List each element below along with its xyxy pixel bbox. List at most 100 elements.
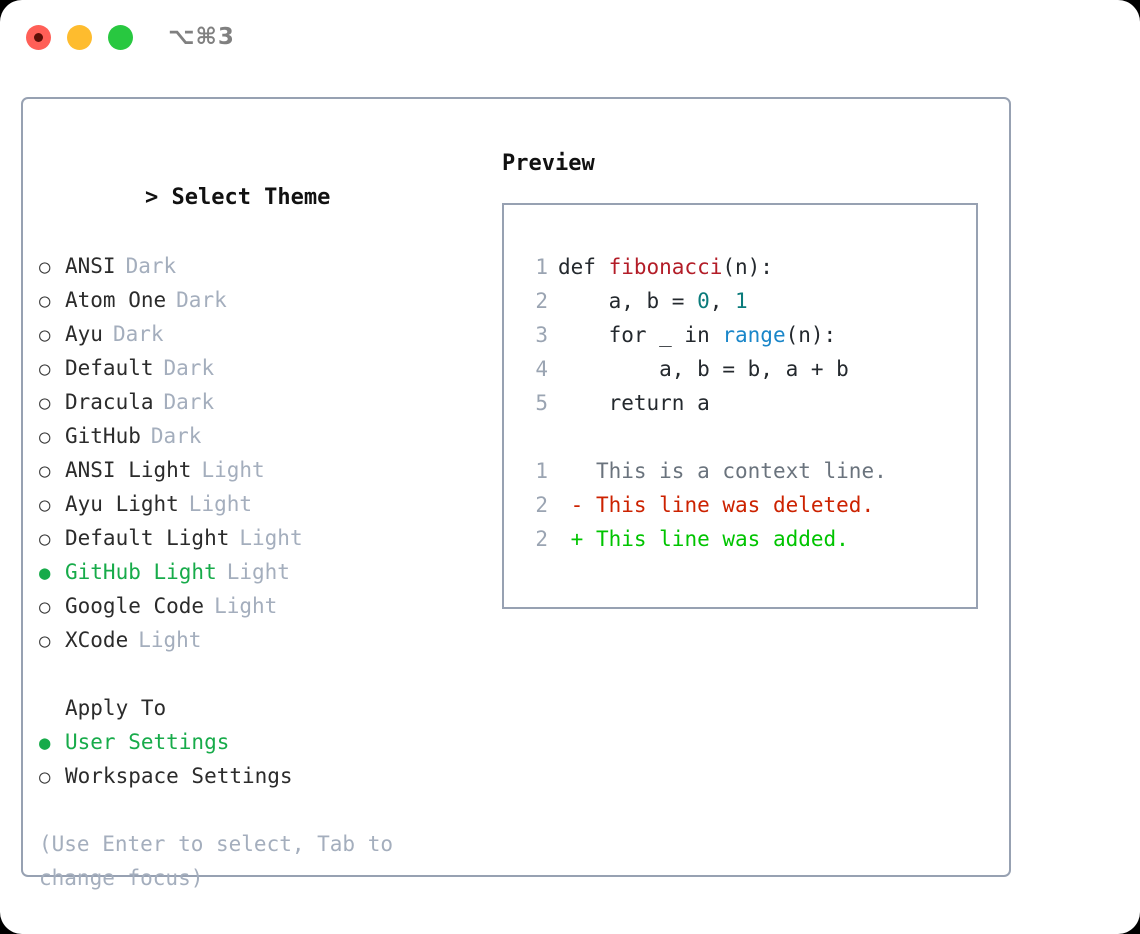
- theme-option-label: Default: [65, 356, 154, 380]
- code-token-num: 0: [697, 289, 710, 313]
- theme-option-github-light[interactable]: ● GitHub Light Light: [39, 555, 489, 589]
- diff-marker: +: [558, 527, 584, 551]
- theme-option-label: Default Light: [65, 526, 230, 550]
- radio-unselected-icon: ○: [39, 630, 51, 652]
- diff-sample: 1 This is a context line.2 - This line w…: [522, 454, 976, 556]
- theme-option-google-code[interactable]: ○ Google Code Light: [39, 589, 489, 623]
- preview-title: Preview: [502, 151, 595, 176]
- keyboard-hint: (Use Enter to select, Tab to change focu…: [39, 832, 406, 890]
- apply-to-option-user-settings[interactable]: ● User Settings: [39, 725, 489, 759]
- minimize-button[interactable]: [67, 25, 92, 50]
- theme-option-label: Google Code: [65, 594, 205, 618]
- diff-line-number: 1: [535, 459, 548, 483]
- diff-line-ctx: 1 This is a context line.: [522, 454, 976, 488]
- theme-option-label: Atom One: [65, 288, 167, 312]
- theme-variant-tag: Light: [138, 628, 202, 652]
- radio-unselected-icon: ○: [39, 460, 51, 482]
- code-line: 3 for _ in range(n):: [522, 318, 976, 352]
- theme-option-label: Dracula: [65, 390, 154, 414]
- theme-option-label: XCode: [65, 628, 129, 652]
- code-token-plain: a, b = b, a + b: [558, 357, 849, 381]
- diff-gap: [522, 420, 976, 454]
- theme-option-label: Ayu Light: [65, 492, 179, 516]
- traffic-light-group: [26, 25, 133, 50]
- radio-unselected-icon: ○: [39, 494, 51, 516]
- code-token-plain: for _ in: [558, 323, 723, 347]
- apply-to-option-list[interactable]: ● User Settings ○ Workspace Settings: [39, 725, 489, 793]
- line-number: 2: [535, 289, 548, 313]
- code-token-call: range: [722, 323, 786, 347]
- apply-to-option-label: Workspace Settings: [65, 764, 293, 788]
- theme-variant-tag: Light: [226, 560, 290, 584]
- theme-option-ayu-light[interactable]: ○ Ayu Light Light: [39, 487, 489, 521]
- apply-to-heading: Apply To: [65, 696, 167, 720]
- theme-variant-tag: Dark: [112, 322, 164, 346]
- select-theme-heading: > Select Theme: [39, 147, 489, 249]
- code-token-plain: (n):: [785, 323, 837, 347]
- radio-selected-icon: ●: [39, 562, 51, 584]
- code-token-plain: return a: [558, 391, 710, 415]
- diff-marker: -: [558, 493, 584, 517]
- code-line: 4 a, b = b, a + b: [522, 352, 976, 386]
- code-token-plain: ,: [709, 289, 736, 313]
- theme-variant-tag: Light: [239, 526, 303, 550]
- diff-line-number: 2: [535, 527, 548, 551]
- theme-variant-tag: Light: [214, 594, 278, 618]
- apply-to-option-workspace-settings[interactable]: ○ Workspace Settings: [39, 759, 489, 793]
- code-line: 2 a, b = 0, 1: [522, 284, 976, 318]
- zoom-button[interactable]: [108, 25, 133, 50]
- line-number: 1: [535, 255, 548, 279]
- radio-selected-icon: ●: [39, 732, 51, 754]
- theme-option-label: ANSI Light: [65, 458, 192, 482]
- diff-line-del: 2 - This line was deleted.: [522, 488, 976, 522]
- theme-option-ayu[interactable]: ○ Ayu Dark: [39, 317, 489, 351]
- code-token-fn: fibonacci: [608, 255, 723, 279]
- theme-option-label: GitHub: [65, 424, 141, 448]
- theme-option-label: Ayu: [65, 322, 103, 346]
- radio-unselected-icon: ○: [39, 766, 51, 788]
- diff-marker: [558, 454, 583, 488]
- title-bar: ⌥⌘3: [0, 0, 1140, 78]
- code-line: 5 return a: [522, 386, 976, 420]
- hint-spacer: [39, 793, 489, 827]
- theme-variant-tag: Light: [188, 492, 253, 516]
- diff-text: This is a context line.: [583, 459, 887, 483]
- caret-icon: >: [144, 185, 159, 210]
- theme-variant-tag: Dark: [125, 254, 177, 278]
- radio-unselected-icon: ○: [39, 358, 51, 380]
- radio-unselected-icon: ○: [39, 324, 51, 346]
- theme-option-ansi-light[interactable]: ○ ANSI Light Light: [39, 453, 489, 487]
- diff-line-add: 2 + This line was added.: [522, 522, 976, 556]
- theme-option-default[interactable]: ○ Default Dark: [39, 351, 489, 385]
- radio-unselected-icon: ○: [39, 392, 51, 414]
- select-theme-label: Select Theme: [171, 185, 331, 210]
- theme-option-label: GitHub Light: [65, 560, 217, 584]
- apply-to-option-label: User Settings: [65, 730, 230, 754]
- code-token-num: 1: [735, 289, 748, 313]
- theme-variant-tag: Dark: [150, 424, 202, 448]
- list-spacer: [39, 657, 489, 691]
- theme-variant-tag: Dark: [163, 356, 215, 380]
- diff-line-number: 2: [535, 493, 548, 517]
- theme-option-xcode[interactable]: ○ XCode Light: [39, 623, 489, 657]
- theme-variant-tag: Light: [201, 458, 265, 482]
- diff-text: This line was added.: [583, 527, 849, 551]
- code-token-plain: (n):: [722, 255, 773, 279]
- radio-unselected-icon: ○: [39, 596, 51, 618]
- close-button[interactable]: [26, 25, 51, 50]
- radio-unselected-icon: ○: [39, 290, 51, 312]
- diff-text: This line was deleted.: [583, 493, 875, 517]
- line-number: 3: [535, 323, 548, 347]
- line-number: 5: [535, 391, 548, 415]
